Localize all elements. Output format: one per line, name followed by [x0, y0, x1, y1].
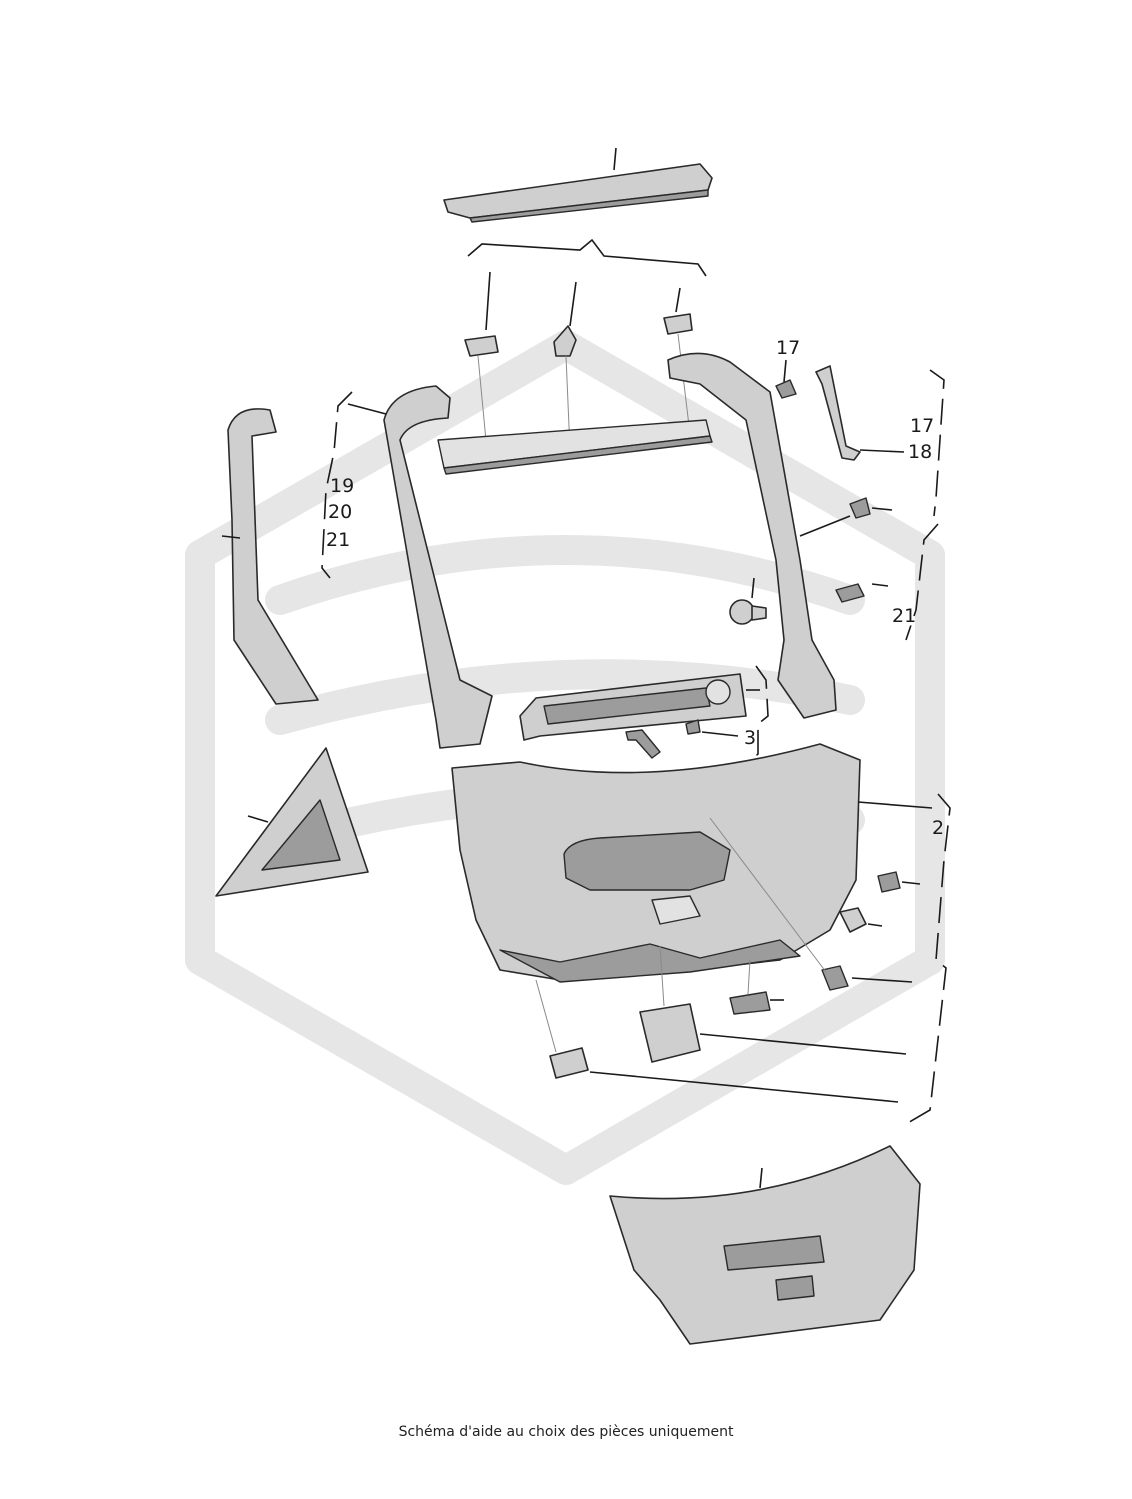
callout-21-right: 21: [892, 605, 916, 627]
clip-right-side: [849, 497, 893, 519]
clip-center: [553, 281, 577, 357]
clip-lower-3: [821, 965, 913, 991]
upper-trim-strip: [443, 147, 713, 223]
bolt: [625, 729, 661, 759]
round-clip: [729, 577, 767, 625]
clip-lower-4: [729, 991, 784, 1015]
callout-21-left: 21: [326, 529, 350, 551]
callout-3: 3: [744, 727, 756, 749]
group-bracket-top: [467, 238, 707, 277]
group-bracket-right-middle: [905, 523, 939, 641]
triangle-corner-cover: [215, 747, 369, 897]
screw-right: [835, 583, 889, 603]
clip-lower-1: [877, 871, 921, 893]
group-bracket-3: [745, 665, 769, 765]
clip-right: [663, 287, 693, 335]
group-bracket-left: [321, 391, 353, 579]
callout-20: 20: [328, 501, 352, 523]
callout-18: 18: [908, 441, 932, 463]
callout-17-top: 17: [776, 337, 800, 359]
callout-19: 19: [330, 475, 354, 497]
diagram-caption: Schéma d'aide au choix des pièces unique…: [398, 1424, 734, 1440]
cover-cap: [639, 1003, 907, 1063]
lower-trunk-trim: [609, 1145, 921, 1345]
callout-2: 2: [932, 817, 944, 839]
left-pillar-trim: [347, 385, 493, 749]
clip-lower-2: [839, 907, 883, 933]
tailgate-main-panel: [451, 743, 933, 983]
group-bracket-2: [905, 793, 951, 1125]
clip-left: [464, 271, 499, 357]
clip-17: [775, 359, 797, 399]
handle-recess-trim: [519, 673, 760, 741]
small-cap: [549, 1047, 899, 1103]
upper-cross-panel: [437, 419, 713, 475]
right-pillar-trim: [667, 352, 851, 719]
grab-handle: [815, 365, 905, 461]
callout-17-right: 17: [910, 415, 934, 437]
left-side-strip: [221, 408, 319, 705]
group-bracket-right-upper: [929, 369, 945, 517]
